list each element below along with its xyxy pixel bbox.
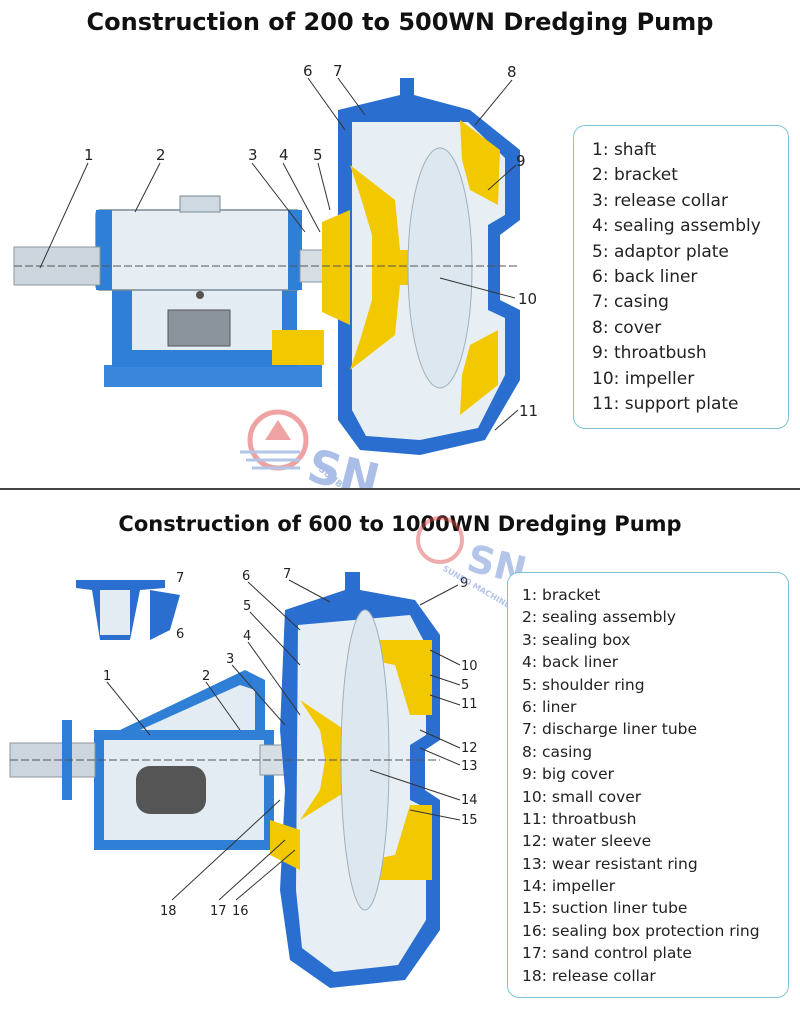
top-legend-item: 8: cover bbox=[592, 317, 662, 338]
bottom-legend: 1: bracket 2: sealing assembly 3: sealin… bbox=[507, 572, 789, 998]
bottom-title: Construction of 600 to 1000WN Dredging P… bbox=[118, 512, 682, 536]
top-legend-item: 6: back liner bbox=[592, 266, 698, 287]
bottom-callout-1: 1 bbox=[103, 669, 111, 684]
bottom-legend-item: 8: casing bbox=[522, 742, 593, 761]
base-frame bbox=[104, 365, 322, 387]
bottom-legend-item: 2: sealing assembly bbox=[522, 608, 676, 627]
section-divider bbox=[0, 488, 800, 490]
bottom-legend-item: 18: release collar bbox=[522, 966, 656, 985]
top-callout-3: 3 bbox=[248, 146, 258, 164]
bottom-legend-item: 4: back liner bbox=[522, 653, 619, 672]
top-callout-2: 2 bbox=[156, 146, 166, 164]
bottom-section: Construction of 600 to 1000WN Dredging P… bbox=[0, 490, 800, 1010]
bottom-legend-item: 15: suction liner tube bbox=[522, 899, 688, 918]
bottom-callout-9: 9 bbox=[460, 576, 468, 591]
top-legend-item: 3: release collar bbox=[592, 190, 728, 211]
bottom-legend-item: 1: bracket bbox=[522, 586, 601, 604]
bottom-callout-13: 13 bbox=[461, 759, 478, 774]
bottom-callout-7: 7 bbox=[283, 567, 291, 582]
bottom-legend-item: 14: impeller bbox=[522, 877, 616, 896]
bottom-callout-17: 17 bbox=[210, 904, 227, 919]
top-legend-item: 5: adaptor plate bbox=[592, 241, 729, 262]
bottom-pump-diagram: 1 2 3 4 5 6 7 8 9 10 5 11 12 13 14 15 18… bbox=[9, 516, 531, 988]
bottom-legend-item: 11: throatbush bbox=[522, 809, 637, 828]
top-callout-11: 11 bbox=[519, 402, 538, 420]
top-legend: 1: shaft 2: bracket 3: release collar 4:… bbox=[573, 125, 789, 429]
top-legend-item: 9: throatbush bbox=[592, 343, 707, 364]
bottom-callout-10: 10 bbox=[461, 659, 478, 674]
bottom-callout-15: 15 bbox=[461, 813, 478, 828]
bracket-housing bbox=[95, 209, 302, 291]
top-callout-4: 4 bbox=[279, 146, 289, 164]
top-legend-item: 7: casing bbox=[592, 292, 669, 313]
top-legend-item: 2: bracket bbox=[592, 165, 678, 186]
top-legend-item: 11: support plate bbox=[592, 393, 739, 414]
top-callout-1: 1 bbox=[84, 146, 94, 164]
bottom-callout-4: 4 bbox=[243, 629, 251, 644]
top-callout-6: 6 bbox=[303, 62, 313, 80]
top-section: Construction of 200 to 500WN Dredging Pu… bbox=[0, 0, 800, 488]
bottom-legend-item: 6: liner bbox=[522, 697, 577, 716]
bottom-legend-item: 16: sealing box protection ring bbox=[522, 921, 760, 940]
bottom-callout-14: 14 bbox=[461, 793, 478, 808]
top-legend-item: 10: impeller bbox=[592, 368, 695, 389]
top-pump-diagram: 1 2 3 4 5 6 7 8 9 10 11 SN SUNBO MACHINE… bbox=[13, 62, 538, 488]
top-legend-item: 1: shaft bbox=[592, 140, 657, 160]
top-callout-10: 10 bbox=[518, 290, 537, 308]
bottom-legend-item: 9: big cover bbox=[522, 765, 615, 784]
top-title: Construction of 200 to 500WN Dredging Pu… bbox=[86, 8, 714, 36]
bottom-callout-16: 16 bbox=[232, 904, 249, 919]
bottom-legend-item: 3: sealing box bbox=[522, 630, 631, 649]
top-callout-9: 9 bbox=[516, 152, 526, 170]
inset-detail bbox=[76, 580, 180, 640]
top-callout-7: 7 bbox=[333, 62, 343, 80]
bottom-callout-2: 2 bbox=[202, 669, 210, 684]
bottom-callout-12: 12 bbox=[461, 741, 478, 756]
top-callout-8: 8 bbox=[507, 63, 517, 81]
bottom-callout-3: 3 bbox=[226, 652, 234, 667]
bottom-legend-item: 13: wear resistant ring bbox=[522, 854, 698, 873]
top-callout-5: 5 bbox=[313, 146, 323, 164]
watermark-logo: SN SUNBO MACHINERY bbox=[240, 409, 399, 488]
bottom-legend-item: 5: shoulder ring bbox=[522, 675, 645, 694]
bottom-legend-item: 12: water sleeve bbox=[522, 832, 652, 851]
bottom-callout-5: 5 bbox=[243, 599, 251, 614]
bottom-legend-item: 17: sand control plate bbox=[522, 944, 692, 963]
bottom-callout-5b: 5 bbox=[461, 678, 469, 693]
bottom-legend-item: 10: small cover bbox=[522, 787, 642, 806]
top-legend-item: 4: sealing assembly bbox=[592, 216, 761, 237]
inspection-window bbox=[167, 309, 231, 347]
inset-callout-6: 6 bbox=[176, 627, 184, 642]
impeller bbox=[350, 165, 408, 370]
inset-callout-7: 7 bbox=[176, 571, 184, 586]
bottom-callout-6: 6 bbox=[242, 569, 250, 584]
bottom-legend-item: 7: discharge liner tube bbox=[522, 720, 698, 739]
bottom-callout-11: 11 bbox=[461, 697, 478, 712]
bottom-callout-18: 18 bbox=[160, 904, 177, 919]
